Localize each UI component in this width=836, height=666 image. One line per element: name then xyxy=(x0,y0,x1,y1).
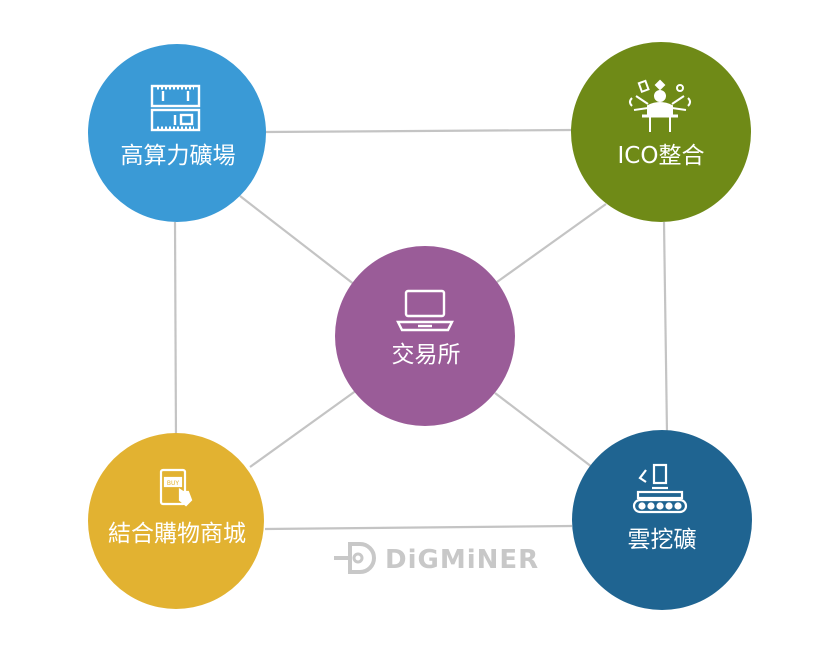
node-exchange-circle xyxy=(335,246,515,426)
node-cloud-mining-label: 雲挖礦 xyxy=(628,527,697,553)
node-exchange-label: 交易所 xyxy=(392,342,461,368)
node-exchange: 交易所 xyxy=(335,246,515,426)
connector-mining-ico xyxy=(264,128,573,134)
conveyor-robot-icon xyxy=(632,463,688,514)
node-mall-label: 結合購物商城 xyxy=(108,521,246,547)
node-mining-farm-label: 高算力礦場 xyxy=(121,143,236,169)
node-ico-label: ICO整合 xyxy=(618,143,705,169)
node-mining-farm: 高算力礦場 xyxy=(88,44,266,222)
connector-mall-exchange xyxy=(249,389,358,468)
laptop-icon xyxy=(396,289,454,332)
connector-mall-cloud xyxy=(264,524,573,531)
connector-mining-mall xyxy=(173,221,178,443)
node-mall-circle xyxy=(88,433,264,609)
connector-cloud-exchange xyxy=(494,392,593,468)
digminer-d-icon xyxy=(334,542,376,574)
node-ico-circle xyxy=(571,42,751,222)
svg-text:BUY: BUY xyxy=(167,480,180,487)
multitasking-person-icon xyxy=(629,79,691,132)
connector-ico-cloud xyxy=(662,221,669,434)
node-cloud-mining: 雲挖礦 xyxy=(572,430,752,610)
digminer-wordmark: DiGMiNER xyxy=(385,545,539,575)
server-rack-icon xyxy=(150,84,201,132)
node-ico: ICO整合 xyxy=(571,42,751,222)
node-mall: BUY 結合購物商城 xyxy=(88,433,264,609)
node-cloud-mining-circle xyxy=(572,430,752,610)
connector-ico-exchange xyxy=(496,203,607,283)
connectors xyxy=(173,128,669,531)
node-mining-farm-circle xyxy=(88,44,266,222)
tablet-buy-icon: BUY xyxy=(159,468,193,507)
digminer-logo: DiGMiNER xyxy=(334,542,539,575)
connector-mining-exchange xyxy=(239,195,356,286)
